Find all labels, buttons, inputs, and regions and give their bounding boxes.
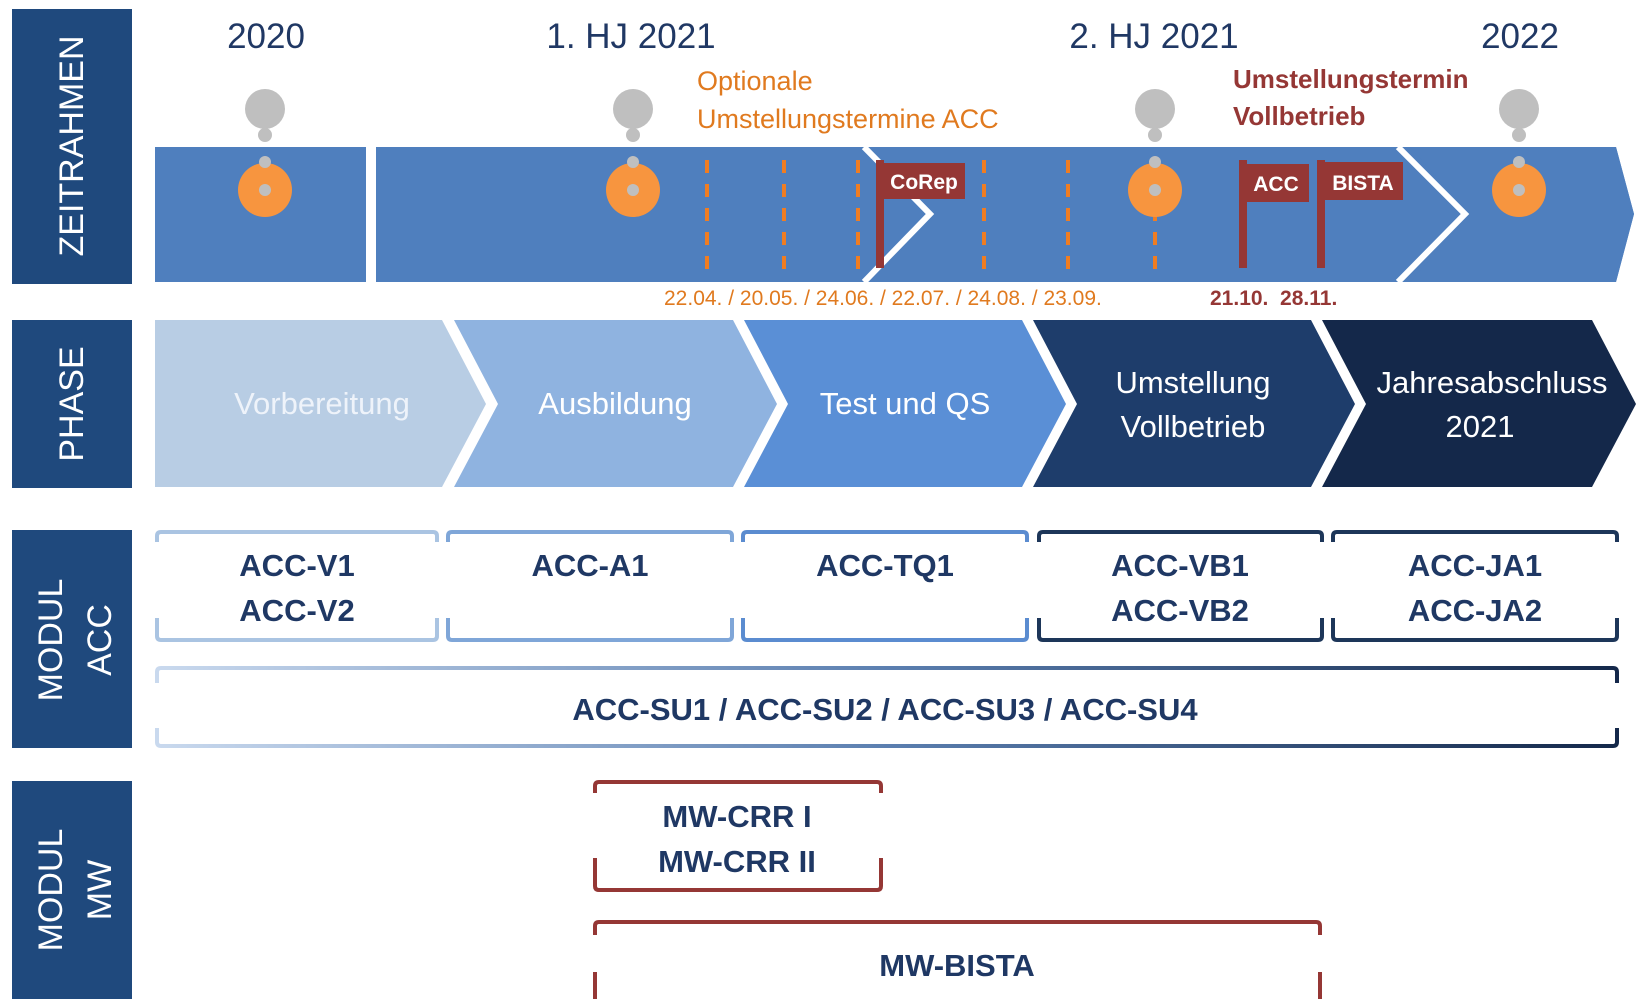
milestone-2020 xyxy=(238,89,292,217)
flag-bista: BISTA xyxy=(1317,160,1403,268)
phase-umstellung xyxy=(1033,320,1355,487)
optional-note-line2: Umstellungstermine ACC xyxy=(697,104,999,134)
phase-umstellung-label-2: Vollbetrieb xyxy=(1121,409,1266,444)
acc-ja2-label: ACC-JA2 xyxy=(1408,593,1542,628)
phase-test-qs-label: Test und QS xyxy=(820,386,991,421)
acc-v1-label: ACC-V1 xyxy=(239,548,354,583)
sidebar-phase-label: PHASE xyxy=(53,346,91,461)
sidebar-modul-mw-line1: MODUL xyxy=(32,829,70,952)
timeline-chevron-2 xyxy=(1395,144,1470,285)
phase-ausbildung xyxy=(454,320,777,487)
phase-vorbereitung-label: Vorbereitung xyxy=(234,386,410,421)
acc-vb1-label: ACC-VB1 xyxy=(1111,548,1249,583)
milestone-1hj-2021 xyxy=(606,89,660,217)
phase-ausbildung-label: Ausbildung xyxy=(538,386,691,421)
acc-box-umstellung xyxy=(1037,530,1324,642)
acc-tq1-label: ACC-TQ1 xyxy=(816,548,954,583)
final-note-line2: Vollbetrieb xyxy=(1233,101,1365,131)
flag-acc-label: ACC xyxy=(1253,173,1299,196)
acc-v2-label: ACC-V2 xyxy=(239,593,354,628)
period-2020: 2020 xyxy=(227,17,305,56)
acc-box-ausbildung xyxy=(446,530,734,642)
mw-crr1-label: MW-CRR I xyxy=(662,799,811,834)
final-dates: 21.10. 28.11. xyxy=(1210,287,1337,310)
sidebar-zeitrahmen: ZEITRAHMEN xyxy=(12,9,132,284)
optional-note-line1: Optionale xyxy=(697,66,813,96)
sidebar-phase: PHASE xyxy=(12,320,132,488)
mw-crr-box xyxy=(593,780,883,892)
modul-acc-labels: ACC-V1 ACC-V2 ACC-A1 ACC-TQ1 ACC-VB1 ACC… xyxy=(239,548,1542,727)
acc-box-jahresabschluss xyxy=(1331,530,1619,642)
flag-corep-label: CoRep xyxy=(890,171,958,194)
flag-acc: ACC xyxy=(1239,160,1309,268)
phase-test-qs xyxy=(744,320,1066,487)
sidebar-modul-acc-line2: ACC xyxy=(81,604,119,676)
phase-vorbereitung xyxy=(155,320,486,487)
acc-support-label: ACC-SU1 / ACC-SU2 / ACC-SU3 / ACC-SU4 xyxy=(572,692,1198,727)
phase-row: Vorbereitung Ausbildung Test und QS Umst… xyxy=(155,320,1636,487)
period-2hj-2021: 2. HJ 2021 xyxy=(1069,17,1238,56)
sidebar-zeitrahmen-label: ZEITRAHMEN xyxy=(53,36,91,257)
sidebar-modul-mw-line2: MW xyxy=(81,860,119,920)
sidebar-modul-acc: MODUL ACC xyxy=(12,530,132,748)
phase-jahresabschluss xyxy=(1322,320,1636,487)
phase-jahresabschluss-label-2: 2021 xyxy=(1446,409,1515,444)
milestone-2hj-2021 xyxy=(1128,89,1182,217)
phase-jahresabschluss-label-1: Jahresabschluss xyxy=(1377,365,1608,400)
acc-box-test-qs xyxy=(741,530,1029,642)
acc-support-box xyxy=(155,666,1619,748)
phase-umstellung-label-1: Umstellung xyxy=(1115,365,1270,400)
mw-bista-box xyxy=(593,920,1322,999)
milestone-2022 xyxy=(1492,89,1546,217)
mw-bista-label: MW-BISTA xyxy=(879,948,1034,983)
optional-dates: 22.04. / 20.05. / 24.06. / 22.07. / 24.0… xyxy=(664,287,1102,310)
mw-crr2-label: MW-CRR II xyxy=(658,844,816,879)
modul-mw-boxes xyxy=(593,780,1322,999)
flag-bista-label: BISTA xyxy=(1332,172,1393,195)
final-note-line1: Umstellungstermin xyxy=(1233,64,1469,94)
period-1hj-2021: 1. HJ 2021 xyxy=(546,17,715,56)
acc-a1-label: ACC-A1 xyxy=(531,548,648,583)
acc-vb2-label: ACC-VB2 xyxy=(1111,593,1249,628)
acc-ja1-label: ACC-JA1 xyxy=(1408,548,1542,583)
flag-corep: CoRep xyxy=(876,160,965,268)
sidebar-modul-mw: MODUL MW xyxy=(12,781,132,999)
sidebar-modul-acc-line1: MODUL xyxy=(32,579,70,702)
modul-mw-labels: MW-CRR I MW-CRR II MW-BISTA xyxy=(658,799,1035,983)
period-2022: 2022 xyxy=(1481,17,1559,56)
modul-acc-boxes xyxy=(155,530,1619,748)
acc-box-vorbereitung xyxy=(155,530,439,642)
